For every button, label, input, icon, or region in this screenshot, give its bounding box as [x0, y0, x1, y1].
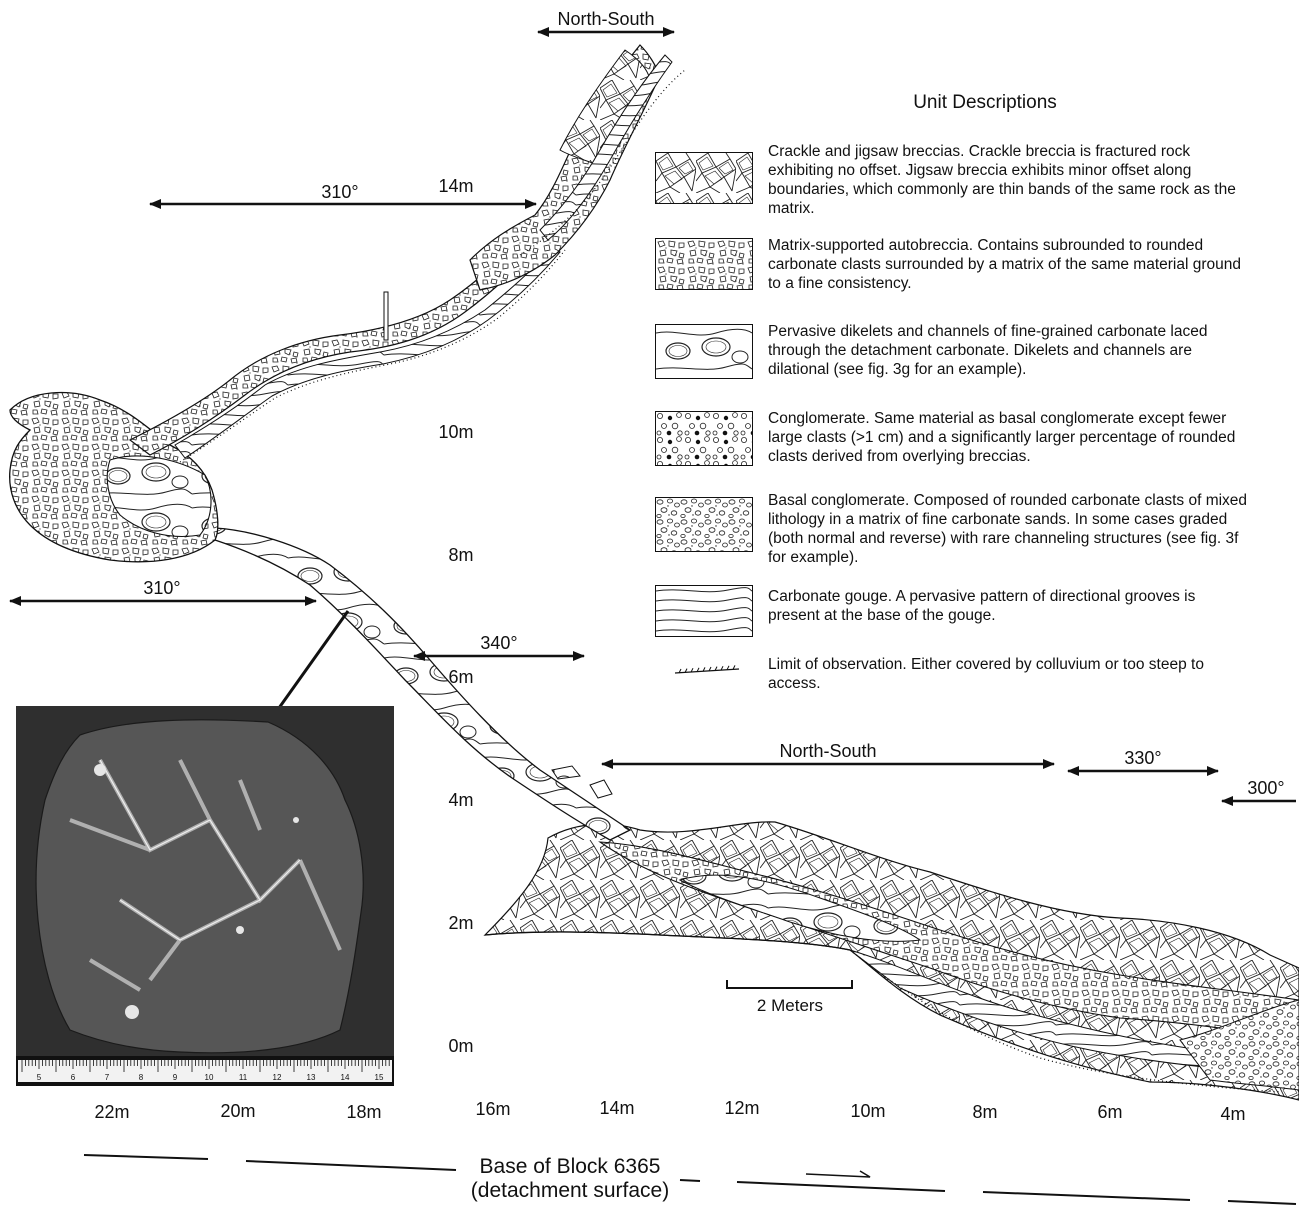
distance-axis-labels: 22m 20m 18m 16m 14m 12m 10m 8m 6m 4m — [94, 1098, 1245, 1124]
lower-breccia-unit — [485, 822, 1299, 1100]
legend-description: Conglomerate. Same material as basal con… — [768, 409, 1248, 466]
height-label: 6m — [448, 667, 473, 687]
ruler-number: 15 — [375, 1073, 384, 1082]
direction-label-310-lower: 310° — [143, 578, 180, 598]
upper-spire — [470, 45, 685, 290]
carbonate-gouge-swatch — [655, 585, 753, 637]
crackle-breccia-swatch — [655, 152, 753, 204]
ruler-number: 6 — [71, 1073, 76, 1082]
ruler-number: 10 — [205, 1073, 214, 1082]
ruler-number: 12 — [273, 1073, 282, 1082]
direction-label-north-south-top: North-South — [557, 9, 654, 29]
basal-conglomerate-swatch — [655, 497, 753, 552]
direction-label-340: 340° — [480, 633, 517, 653]
ruler-number: 9 — [173, 1073, 178, 1082]
ruler-number: 11 — [239, 1073, 248, 1082]
distance-label: 18m — [346, 1102, 381, 1122]
legend-description: Basal conglomerate. Composed of rounded … — [768, 491, 1248, 567]
distance-label: 8m — [972, 1102, 997, 1122]
direction-label-north-south-lower: North-South — [779, 741, 876, 761]
height-label: 8m — [448, 545, 473, 565]
legend-description: Carbonate gouge. A pervasive pattern of … — [768, 587, 1248, 625]
base-label-line1: Base of Block 6365 — [480, 1155, 661, 1178]
autobreccia-swatch — [655, 238, 753, 290]
height-label: 2m — [448, 913, 473, 933]
distance-label: 16m — [475, 1099, 510, 1119]
ruler-number: 14 — [341, 1073, 350, 1082]
ruler-number: 13 — [307, 1073, 316, 1082]
hand-sample-photo: 5 6 7 8 9 10 11 12 13 14 15 — [16, 611, 394, 1086]
legend-description: Pervasive dikelets and channels of fine-… — [768, 322, 1248, 379]
height-label: 10m — [438, 422, 473, 442]
direction-label-300: 300° — [1247, 778, 1284, 798]
legend-description: Matrix-supported autobreccia. Contains s… — [768, 236, 1248, 293]
ruler-number: 7 — [105, 1073, 110, 1082]
legend-description: Crackle and jigsaw breccias. Crackle bre… — [768, 142, 1248, 218]
legend-description: Limit of observation. Either covered by … — [768, 655, 1248, 693]
dikelets-swatch — [655, 324, 753, 379]
detachment-surface: Base of Block 6365 (detachment surface) — [84, 1155, 1296, 1204]
distance-label: 20m — [220, 1101, 255, 1121]
distance-label: 14m — [599, 1098, 634, 1118]
distance-label: 22m — [94, 1102, 129, 1122]
distance-label: 12m — [724, 1098, 759, 1118]
height-label: 0m — [448, 1036, 473, 1056]
limit-of-observation-symbol — [673, 661, 743, 675]
scale-bar-label: 2 Meters — [757, 996, 823, 1015]
distance-label: 6m — [1097, 1102, 1122, 1122]
ruler-number: 5 — [37, 1073, 42, 1082]
legend-title: Unit Descriptions — [860, 92, 1110, 114]
scale-bar: 2 Meters — [727, 980, 852, 1015]
ruler-number: 8 — [139, 1073, 144, 1082]
direction-label-330: 330° — [1124, 748, 1161, 768]
height-label: 4m — [448, 790, 473, 810]
height-label: 14m — [438, 176, 473, 196]
distance-label: 4m — [1220, 1104, 1245, 1124]
base-label-line2: (detachment surface) — [471, 1179, 669, 1202]
distance-label: 10m — [850, 1101, 885, 1121]
direction-label-310-upper: 310° — [321, 182, 358, 202]
conglomerate-swatch — [655, 411, 753, 466]
